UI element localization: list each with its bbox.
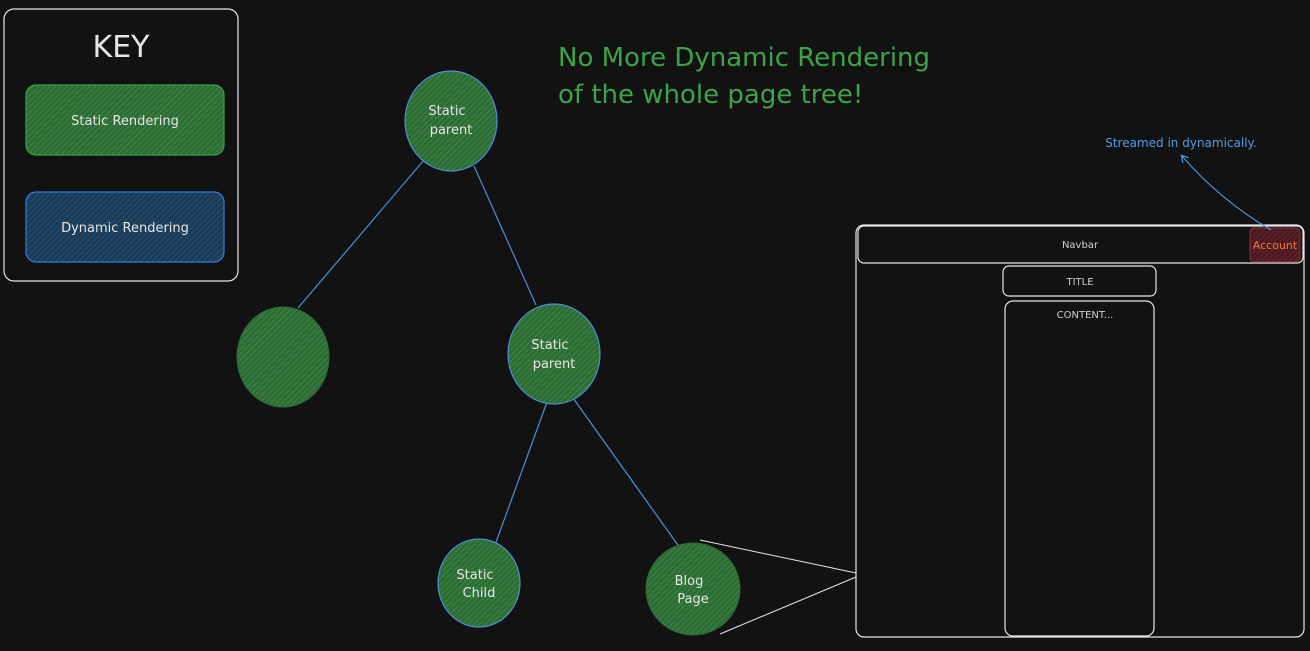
stream-annotation-text: Streamed in dynamically. [1105,136,1257,150]
headline-line1: No More Dynamic Rendering [558,43,930,73]
key-dynamic-label: Dynamic Rendering [61,221,189,236]
page-mock-frame [855,224,1305,638]
key-static-swatch [25,84,225,156]
tree-nodes: Static parent Static parent Static Child… [236,70,741,636]
key-title: KEY [93,30,151,65]
node-label-line2: parent [430,123,473,138]
edge-root-left [297,159,425,309]
stream-annotation: Streamed in dynamically. [1105,136,1272,231]
edge-mid-blog [572,397,681,549]
edge-root-mid [473,165,537,306]
tree-node-mid-parent: Static parent [507,303,601,405]
account-label: Account [1253,239,1298,252]
title-block [1002,265,1157,297]
zoom-connector [699,539,857,635]
node-circle [437,538,521,628]
node-label-line1: Blog [675,574,704,589]
key-panel: KEY Static Rendering Dynamic Rendering [3,8,239,282]
account-slot [1249,227,1301,263]
node-label-line1: Static [531,338,568,353]
zoom-line-bottom [719,576,857,635]
tree-node-blog-page: Blog Page [645,542,741,636]
title-label: TITLE [1065,277,1093,288]
node-label-line2: Child [463,586,496,601]
stream-annotation-arrow [1182,156,1272,231]
zoom-line-top [699,539,857,574]
node-label-line1: Static [428,104,465,119]
navbar-label: Navbar [1062,240,1099,251]
navbar [857,225,1304,264]
page-mock: Navbar Account TITLE CONTENT... [855,224,1305,638]
tree-node-left-child [236,306,330,408]
edge-mid-static-child [494,401,548,546]
node-label-line2: Page [677,592,708,607]
key-dynamic-swatch [25,191,225,263]
content-block [1004,300,1155,637]
content-label: CONTENT... [1057,310,1114,321]
node-circle [236,306,330,408]
node-label-line2: parent [533,357,576,372]
headline-line2: of the whole page tree! [558,80,863,110]
key-static-label: Static Rendering [71,114,179,129]
key-border [3,8,239,282]
node-circle [404,70,498,172]
tree-node-static-child: Static Child [437,538,521,628]
tree-node-root: Static parent [404,70,498,172]
node-circle [645,542,741,636]
node-label-line1: Static [456,568,493,583]
headline: No More Dynamic Rendering of the whole p… [558,43,930,110]
node-circle [507,303,601,405]
tree-edges [297,159,681,549]
